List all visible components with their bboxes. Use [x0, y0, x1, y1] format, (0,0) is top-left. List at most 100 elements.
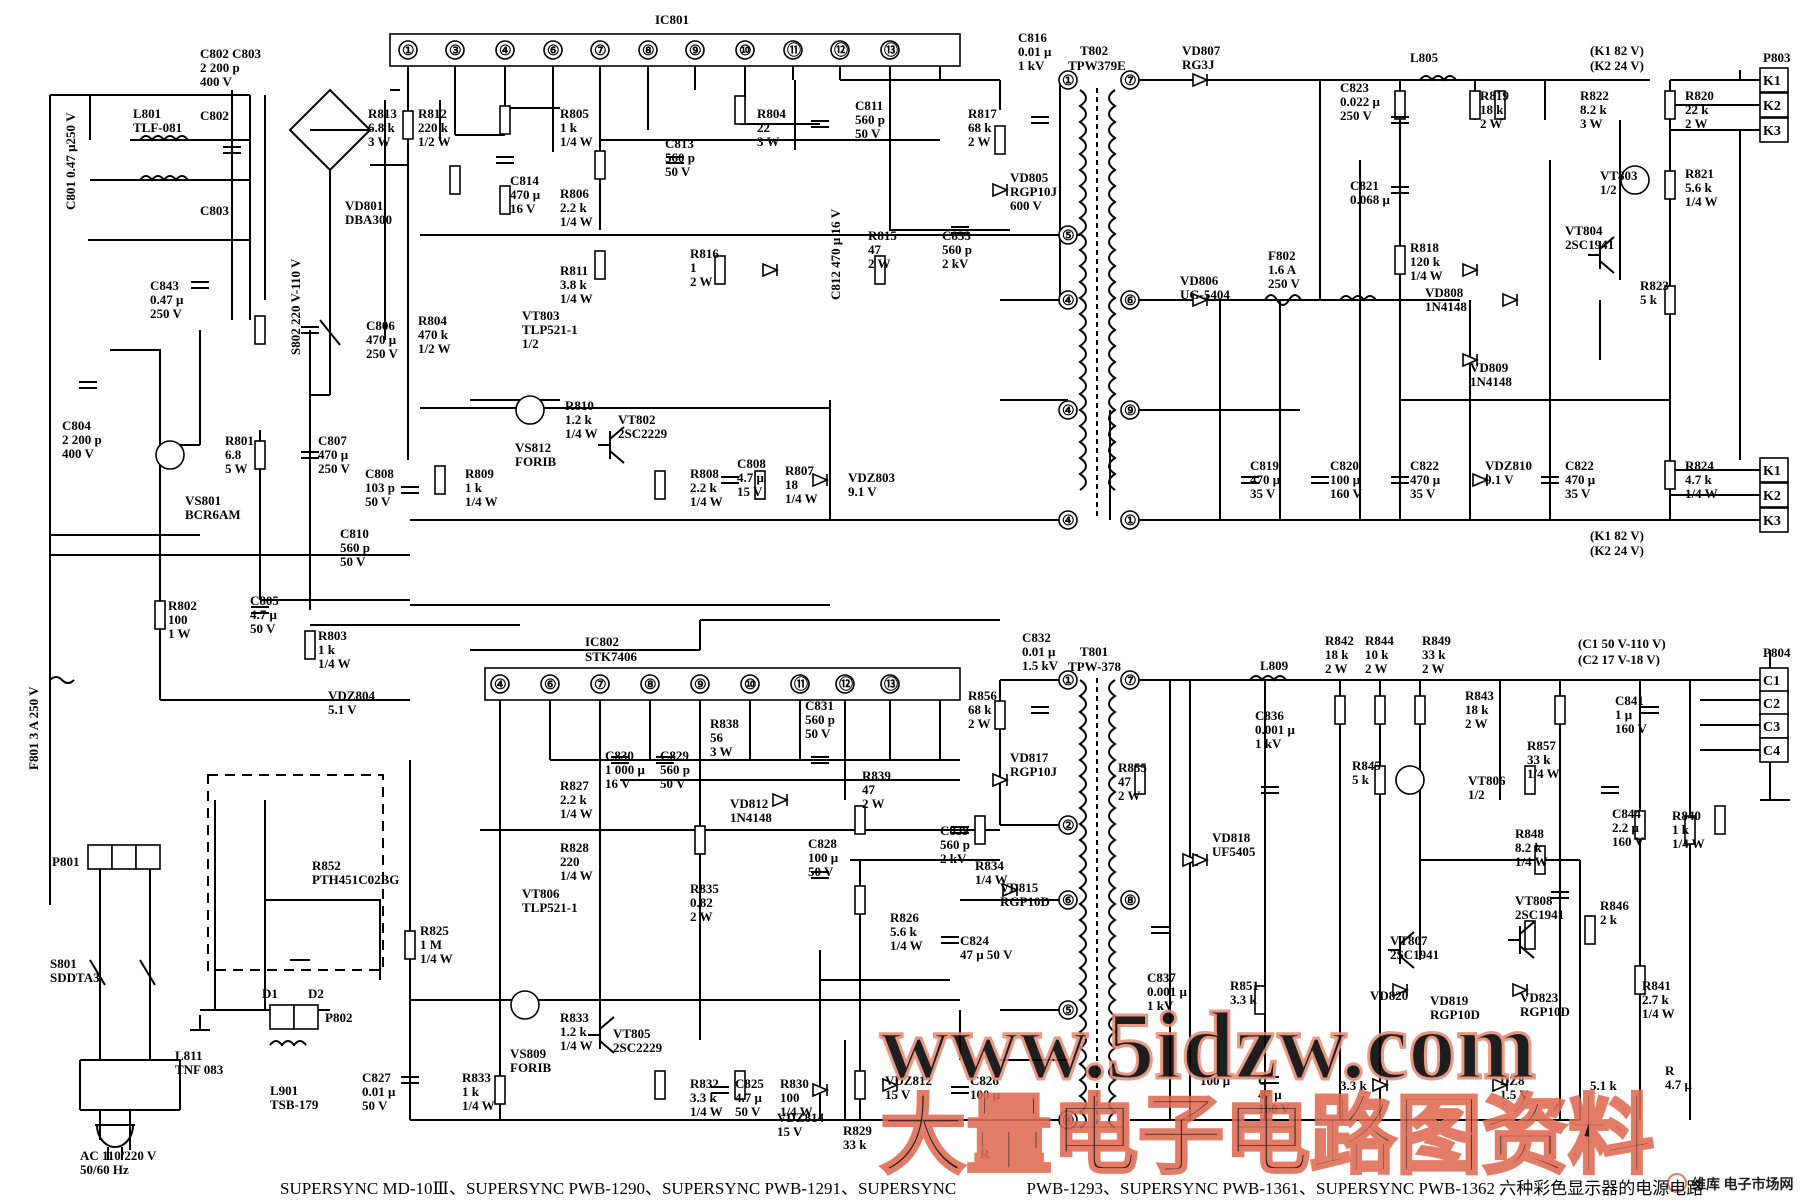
label-r808: 2.2 k	[690, 480, 718, 495]
label-r855: 2 W	[1118, 788, 1141, 803]
label-r844: 2 W	[1365, 661, 1388, 676]
label-r828: R828	[560, 840, 589, 855]
label-c808: 103 p	[365, 480, 395, 495]
connector-pin-label: C2	[1763, 697, 1780, 712]
watermark-logo: 维库 电子市场网	[1660, 1168, 1810, 1198]
thermistor-box	[207, 774, 384, 971]
inductor-icon	[139, 135, 189, 142]
resistor-icon	[854, 1070, 866, 1100]
label-r841: 2.7 k	[1642, 992, 1670, 1007]
resistor-icon	[1684, 815, 1696, 845]
label-r838: 56	[710, 730, 724, 745]
label-vt803: TLP521-1	[522, 322, 578, 337]
label-r855: 47	[1118, 774, 1132, 789]
capacitor-icon	[611, 756, 629, 764]
label-c821: 0.068 μ	[1350, 192, 1391, 207]
label-c820: 100 μ	[1330, 472, 1361, 487]
label-r832: 1/4 W	[690, 1104, 723, 1119]
label-c843: 250 V	[150, 306, 183, 321]
ic802-pin-number: ⑫	[839, 676, 853, 693]
capacitor-icon	[711, 1086, 729, 1094]
label-r839: 2 W	[862, 796, 885, 811]
ic802-pin-number: ⑥	[544, 678, 557, 693]
label-r829: R829	[843, 1123, 872, 1138]
label-r833: 1/4 W	[560, 1038, 593, 1053]
label-r834: R834	[975, 858, 1004, 873]
label-f802: F802	[1268, 248, 1295, 263]
resistor-icon	[254, 315, 266, 345]
connector-pin-label: K1	[1763, 74, 1781, 89]
ic801-pin-number: ⑧	[642, 44, 655, 59]
label-s801: S801	[50, 956, 77, 971]
ic801-pin	[685, 40, 705, 60]
label-r857: 1/4 W	[1527, 766, 1560, 781]
semiconductor-icon	[1620, 165, 1650, 195]
label-vt806: VT806	[522, 886, 560, 901]
label-vt808: 2SC1941	[1515, 907, 1564, 922]
label-vt808: VT808	[1515, 893, 1553, 908]
label-c820: 160 V	[1330, 486, 1363, 501]
connector-p802: D1 D2 P802	[262, 986, 352, 1030]
capacitor-icon	[951, 826, 969, 834]
label-r833b: R833	[462, 1070, 491, 1085]
label-r833b: 1 k	[462, 1084, 480, 1099]
label-c808b: 15 V	[737, 484, 763, 499]
p803-label: P803	[1763, 50, 1791, 65]
p803-note-k2: (K2 24 V)	[1590, 58, 1644, 73]
label-r820: 22 k	[1685, 102, 1709, 117]
label-c825: 4.7 μ	[735, 1090, 763, 1105]
label-r848: R848	[1515, 826, 1544, 841]
label-c839: 560 p	[940, 837, 970, 852]
label-r824: R824	[1685, 458, 1714, 473]
label-r810: 1.2 k	[565, 412, 593, 427]
label-rs52: PTH451C02BG	[312, 872, 399, 887]
t802-pin	[1120, 510, 1140, 530]
connector-p803: P803 (K1 82 V) (K2 24 V) (K1 82 V) (K2 2…	[1590, 43, 1791, 558]
label-c802-c803: 2 200 p	[200, 60, 240, 75]
ic801-pin-number: ⑦	[594, 44, 607, 59]
label-r828: 1/4 W	[560, 868, 593, 883]
capacitor-icon	[1391, 186, 1409, 194]
resistor-icon	[994, 125, 1006, 155]
label-r856: 2 W	[968, 716, 991, 731]
label-c825: 50 V	[735, 1104, 761, 1119]
label-vd812: VD812	[730, 796, 768, 811]
capacitor-icon	[666, 156, 684, 164]
label-vt807: 2SC1941	[1390, 947, 1439, 962]
connector-pin-label: C1	[1763, 674, 1780, 689]
label-r819: R819	[1480, 88, 1509, 103]
t802-pin	[1058, 400, 1078, 420]
label-r823: 5 k	[1640, 292, 1658, 307]
label-vt803b: VT803	[1600, 168, 1638, 183]
label-r805: 1/4 W	[560, 134, 593, 149]
label-c822: 35 V	[1410, 486, 1436, 501]
connector-pin	[1759, 92, 1789, 118]
label-c831: 560 p	[805, 712, 835, 727]
capacitor-icon	[1641, 706, 1659, 714]
label-c843: C843	[150, 278, 179, 293]
capacitor-icon	[951, 226, 969, 234]
transistor-icon	[598, 426, 625, 464]
label-vs812: FORIB	[515, 454, 557, 469]
label-r803: R803	[318, 628, 347, 643]
label-r818: 120 k	[1410, 254, 1441, 269]
label-c808: C808	[365, 466, 394, 481]
resistor-icon	[404, 930, 416, 960]
label-r832: R832	[690, 1076, 719, 1091]
resistor-icon	[734, 95, 746, 125]
resistor-icon	[1634, 965, 1646, 995]
label-c807: 470 μ	[318, 447, 349, 462]
label-c814: 16 V	[510, 201, 536, 216]
ic801-pin-number: ④	[499, 44, 512, 59]
label-vs801: BCR6AM	[185, 507, 241, 522]
t801-pin	[1058, 1110, 1078, 1130]
label-r-b3: R	[1665, 1063, 1675, 1078]
capacitor-icon	[811, 756, 829, 764]
label-c810: 50 V	[340, 554, 366, 569]
p804-note-c1: (C1 50 V-110 V)	[1578, 636, 1666, 651]
label-c833: 560 p	[942, 242, 972, 257]
diode-icon	[762, 262, 780, 278]
label-r848: 1/4 W	[1515, 854, 1548, 869]
connector-pin	[1759, 457, 1789, 483]
label-r822: 8.2 k	[1580, 102, 1608, 117]
